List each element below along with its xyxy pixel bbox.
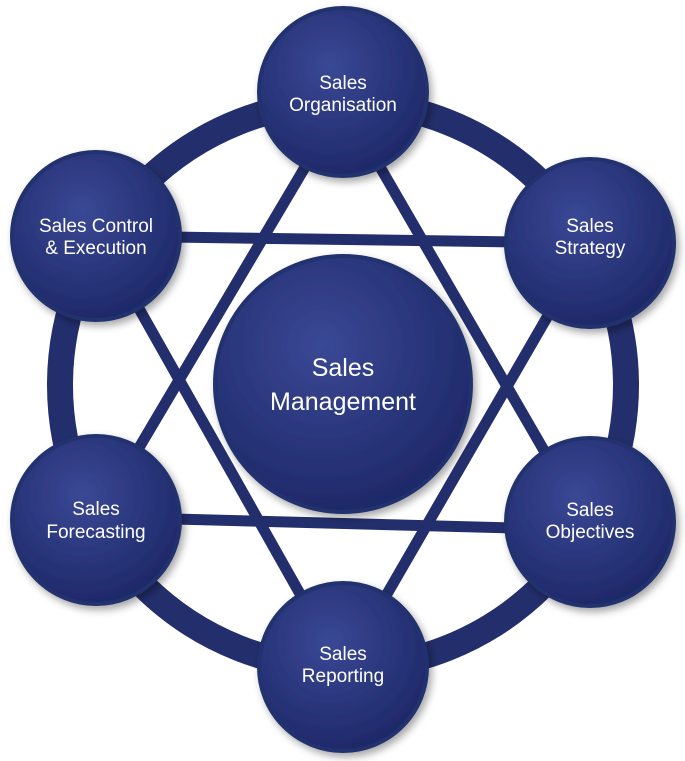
node-label-line-2: Reporting [302,666,384,687]
node-sales-reporting: Sales Reporting [257,581,429,753]
node-label-line-2: Strategy [555,238,626,259]
node-label-line-2: Objectives [546,522,635,543]
node-label-line-1: Sales [566,216,614,237]
center-node-sales-management: Sales Management [213,254,473,514]
node-sales-objectives: Sales Objectives [504,436,676,608]
node-sales-organisation: Sales Organisation [257,6,429,178]
node-label-line-2: & Execution [45,238,146,259]
node-label-line-1: Sales Control [39,216,153,237]
node-label-line-2: Forecasting [46,522,145,543]
node-label-line-1: Sales [319,644,367,665]
center-label-line-2: Management [270,388,416,416]
node-label-line-1: Sales [319,73,367,94]
node-sales-forecasting: Sales Forecasting [10,434,182,606]
node-label-line-1: Sales [566,500,614,521]
center-label-line-1: Sales [312,354,375,382]
node-sales-strategy: Sales Strategy [504,157,676,329]
node-sales-control-execution: Sales Control & Execution [10,150,182,322]
node-label-line-1: Sales [72,499,120,520]
node-label-line-2: Organisation [289,95,397,116]
